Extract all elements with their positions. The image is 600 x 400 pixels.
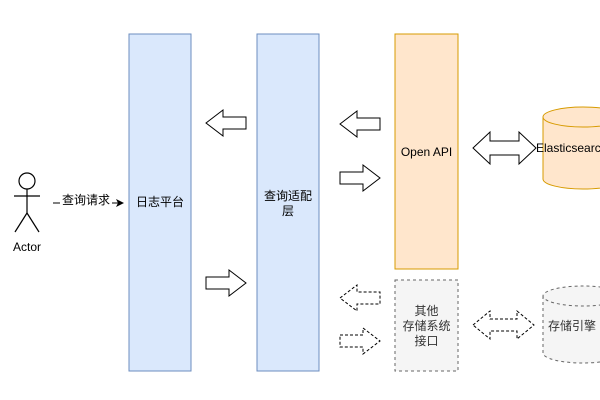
open-api-label: Open API (400, 144, 453, 159)
right-block-arrow-to-query-adapter (205, 268, 247, 298)
log-platform-box (128, 33, 192, 372)
actor-label: Actor (12, 239, 41, 254)
bidirectional-arrow-open-api-elasticsearch (472, 130, 537, 166)
log-platform-label: 日志平台 (135, 194, 184, 209)
left-block-arrow-to-query-adapter (339, 109, 381, 139)
elasticsearch-label: Elasticsearch (536, 140, 600, 155)
request-label: 查询请求 (60, 192, 112, 208)
other-storage-label: 其他 存储系统 接口 (402, 303, 451, 348)
right-block-arrow-to-open-api (339, 163, 381, 193)
dashed-bidirectional-arrow-storage (472, 309, 535, 341)
elasticsearch-cylinder (542, 106, 600, 190)
query-adapter-label: 查询适配 层 (263, 189, 312, 218)
left-block-arrow-to-log-platform (205, 108, 247, 138)
dashed-right-block-arrow-to-other-storage (339, 326, 381, 356)
storage-engine-label: 存储引擎 (548, 318, 597, 333)
other-storage-box (394, 279, 459, 372)
query-adapter-box (256, 33, 320, 372)
dashed-left-block-arrow-to-query-adapter (339, 283, 381, 313)
open-api-box (394, 33, 459, 270)
actor-icon (14, 172, 40, 233)
storage-engine-cylinder (542, 285, 600, 364)
